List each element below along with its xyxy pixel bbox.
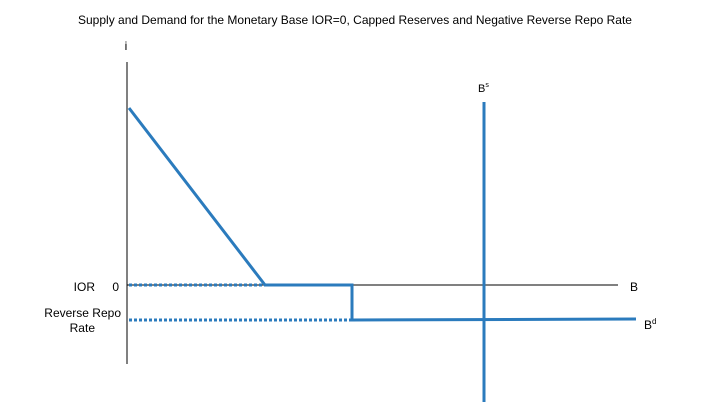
reverse-repo-label-line1: Reverse Repo — [44, 306, 121, 320]
demand-label-sup: d — [652, 317, 656, 326]
demand-curve — [127, 107, 637, 322]
supply-curve-label: Bs — [478, 82, 489, 95]
reverse-repo-label: Reverse Repo — [44, 306, 121, 320]
ior-label: IOR — [74, 280, 96, 294]
y-axis-label: i — [125, 39, 128, 53]
demand-label-base: B — [644, 318, 652, 332]
zero-label: 0 — [112, 280, 119, 294]
reverse-repo-label-line2: Rate — [70, 321, 96, 335]
x-axis-label: B — [630, 280, 638, 294]
demand-curve-label: Bd — [644, 317, 656, 332]
diagram-title: Supply and Demand for the Monetary Base … — [78, 13, 632, 27]
supply-label-base: B — [478, 83, 485, 95]
supply-label-sup: s — [485, 82, 489, 89]
